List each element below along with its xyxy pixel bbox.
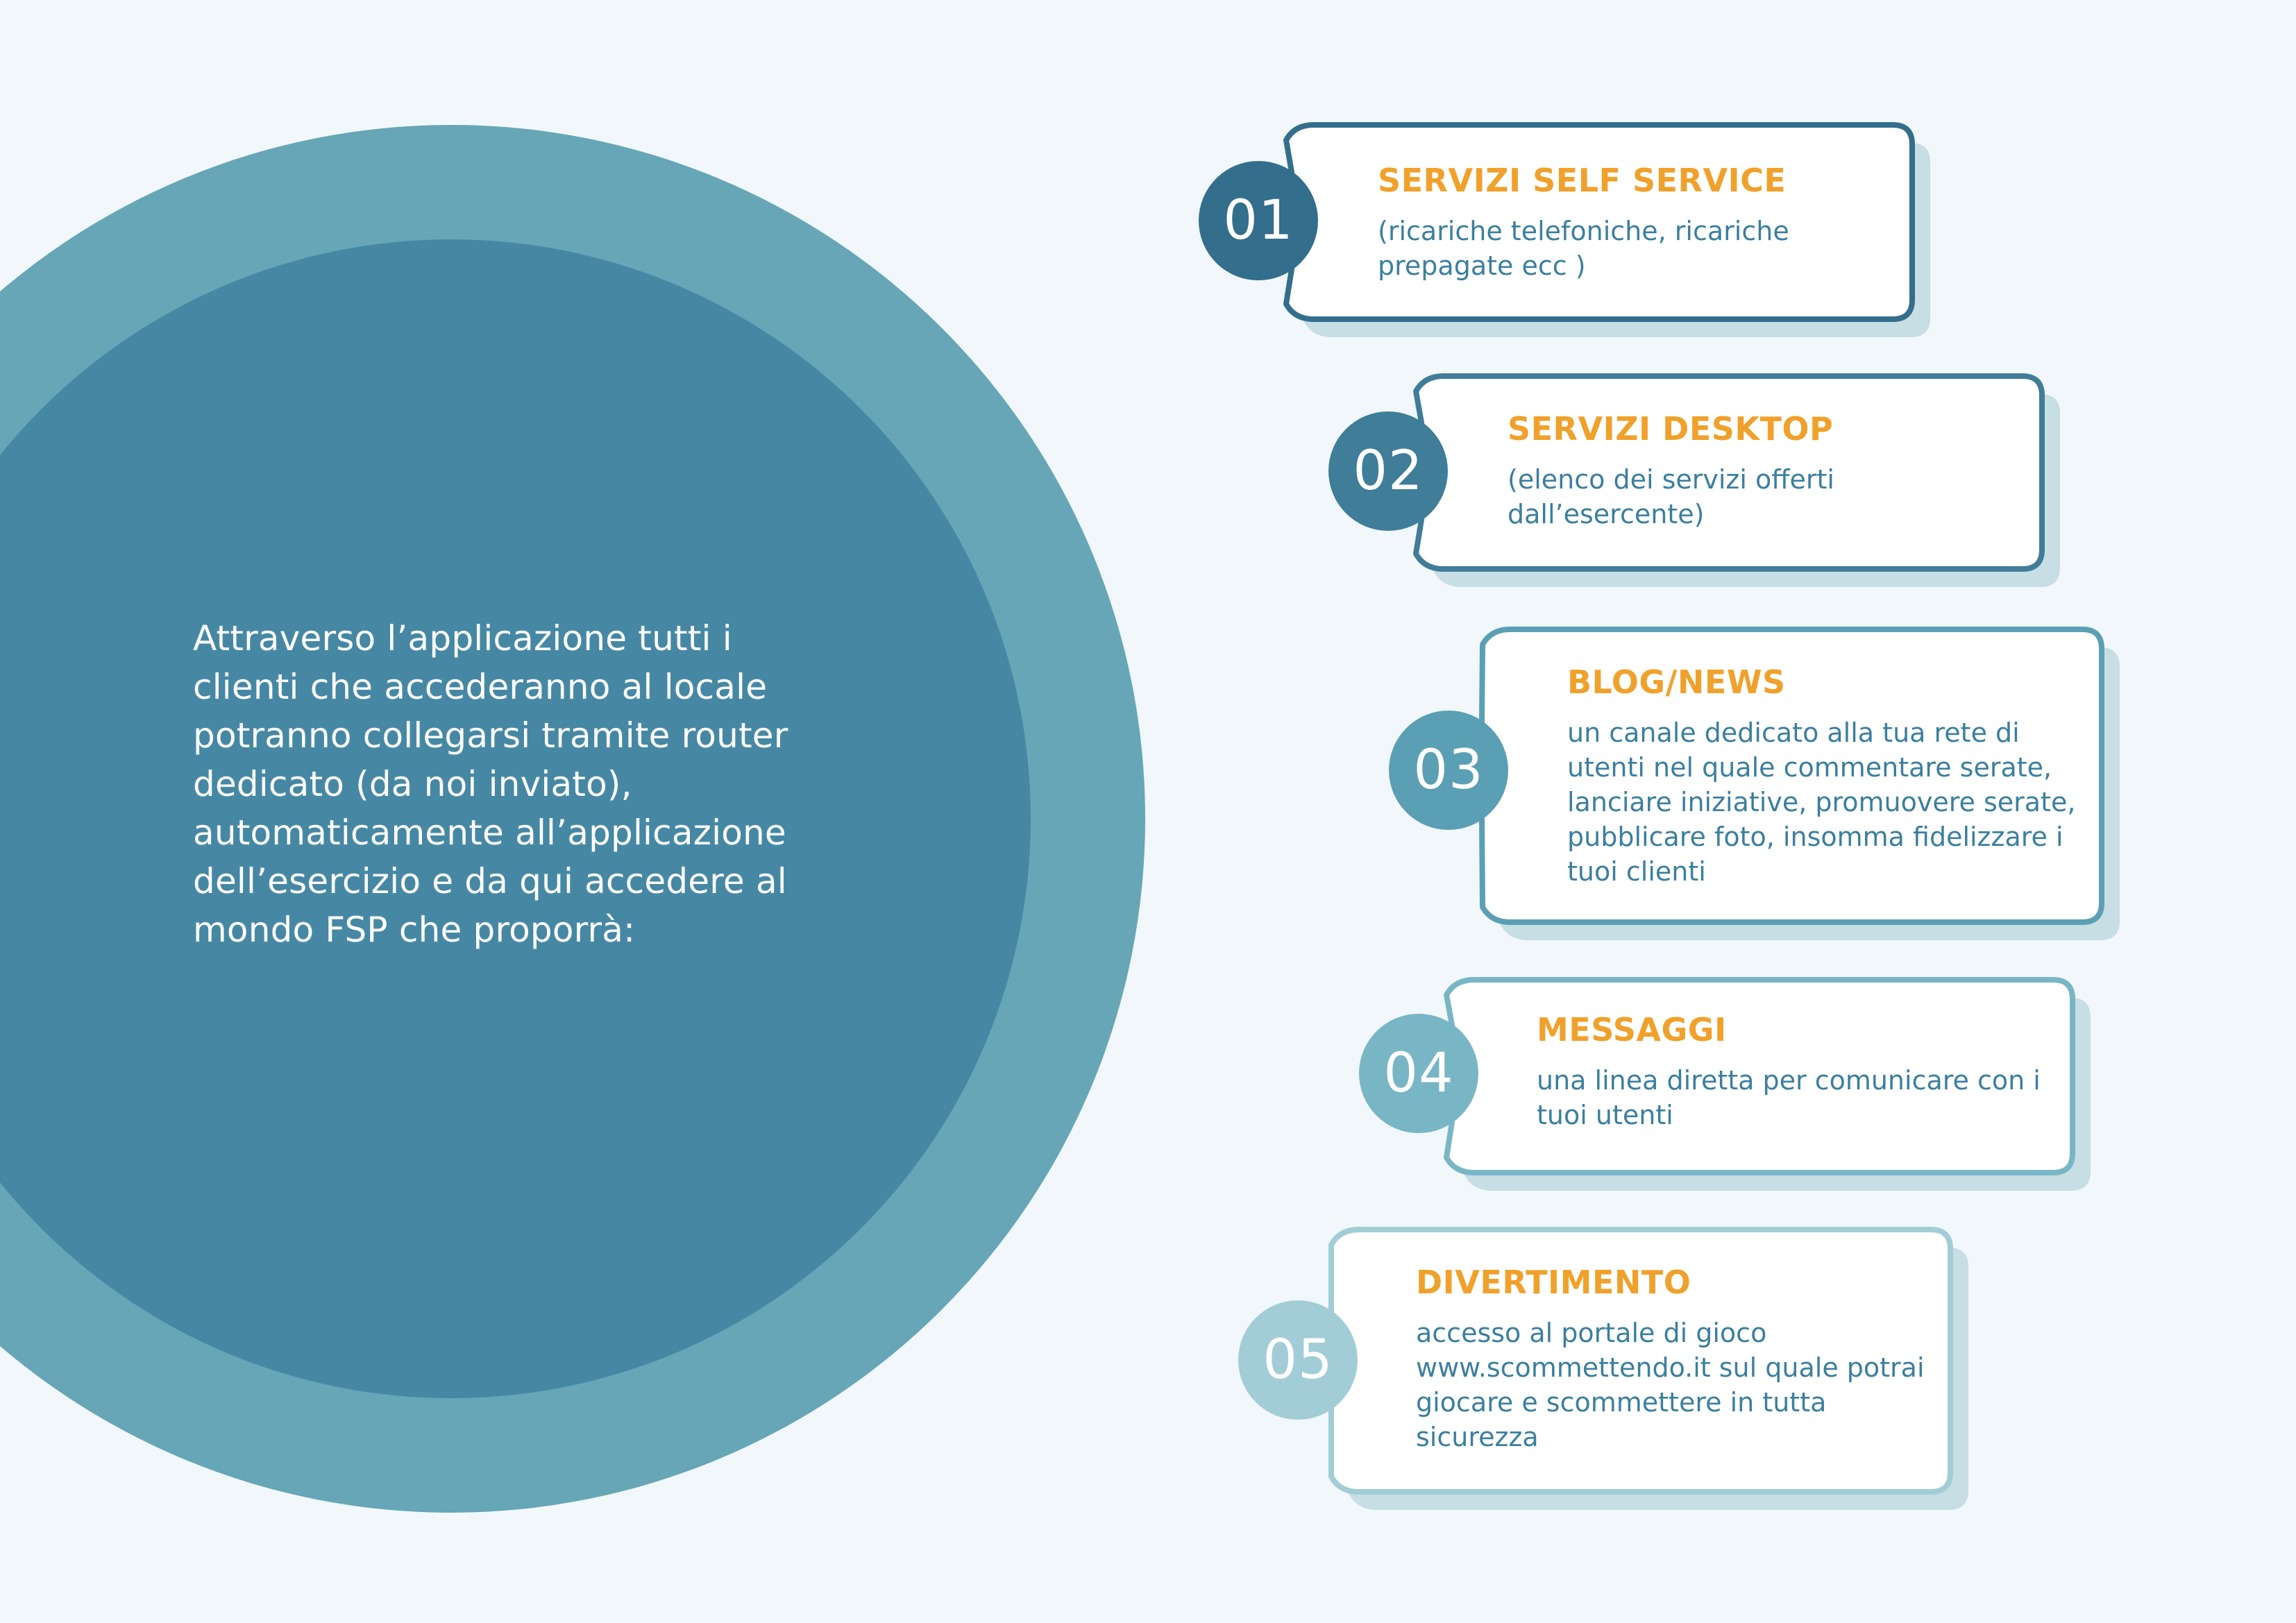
- card-title: SERVIZI DESKTOP: [1508, 410, 1834, 448]
- intro-text: Attraverso l’applicazione tutti i client…: [193, 618, 788, 950]
- card-description: un canale dedicato alla tua rete di uten…: [1567, 717, 2076, 887]
- step-number-04: 04: [1359, 1014, 1478, 1133]
- step-number-02: 02: [1328, 411, 1448, 531]
- card-03: [1479, 627, 2104, 925]
- card-title: SERVIZI SELF SERVICE: [1378, 162, 1787, 199]
- step-number-03: 03: [1389, 711, 1508, 830]
- card-content-04: MESSAGGI una linea diretta per comunicare…: [1537, 1010, 2050, 1132]
- card-description: (ricariche telefoniche, ricariche prepag…: [1378, 216, 1789, 281]
- card-content-05: DIVERTIMENTO accesso al portale di gioco …: [1416, 1263, 1930, 1454]
- card-description: accesso al portale di gioco www.scommett…: [1416, 1318, 1925, 1452]
- inner-circle: [0, 239, 1031, 1398]
- card-01: [1283, 122, 1915, 322]
- step-number-05: 05: [1238, 1300, 1358, 1420]
- card-description: una linea diretta per comunicare con i t…: [1537, 1065, 2041, 1130]
- card-02: [1413, 373, 2045, 572]
- card-content-03: BLOG/NEWS un canale dedicato alla tua ret…: [1567, 663, 2081, 889]
- card-description: (elenco dei servizi offerti dall’esercen…: [1508, 464, 1834, 529]
- card-content-01: SERVIZI SELF SERVICE (ricariche telefonic…: [1378, 161, 1877, 283]
- card-05: [1328, 1227, 1953, 1495]
- step-number-01: 01: [1199, 161, 1318, 280]
- card-content-02: SERVIZI DESKTOP (elenco dei servizi offer…: [1508, 409, 2007, 532]
- card-title: MESSAGGI: [1537, 1011, 1727, 1048]
- card-title: BLOG/NEWS: [1567, 663, 1786, 701]
- card-04: [1444, 977, 2075, 1175]
- card-title: DIVERTIMENTO: [1416, 1264, 1691, 1301]
